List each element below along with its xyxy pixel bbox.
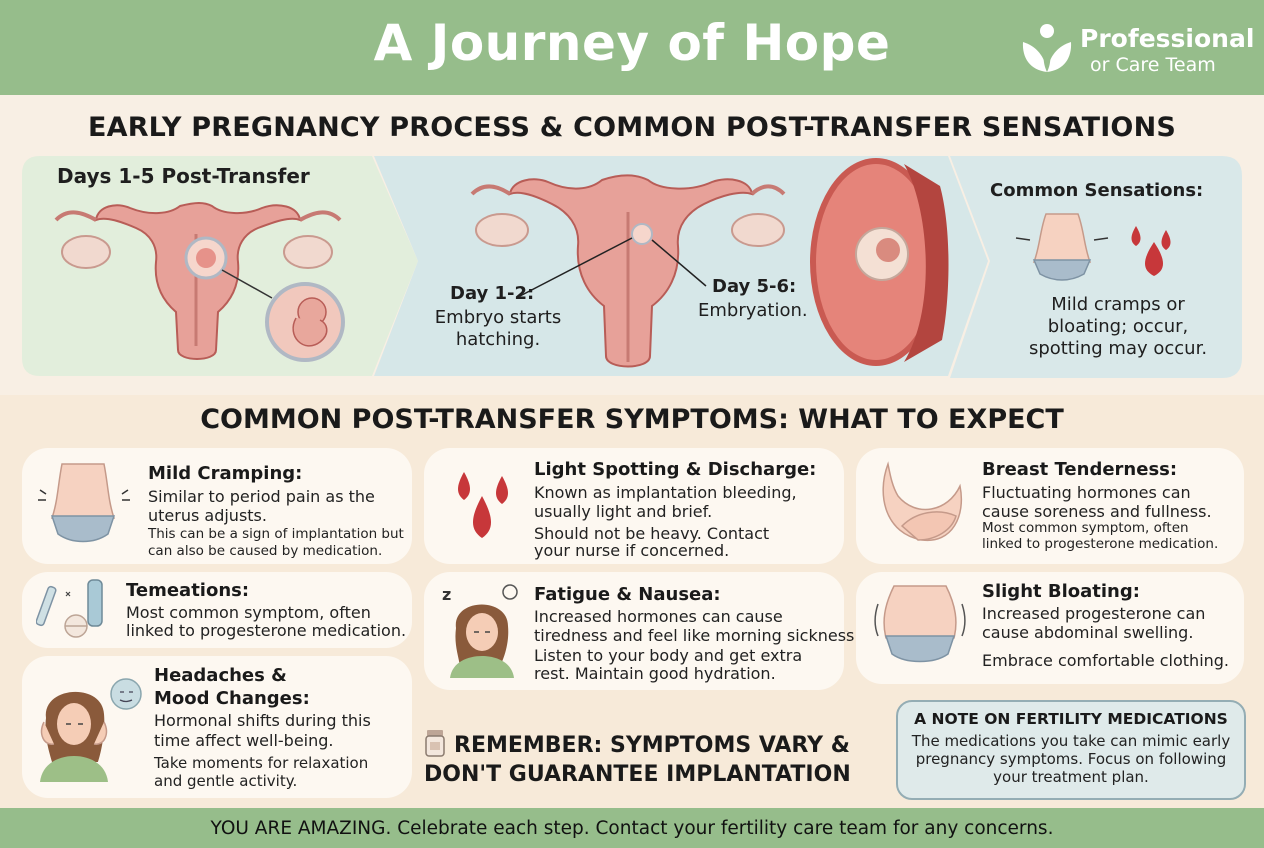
symptoms-heading: COMMON POST-TRANSFER SYMPTOMS: WHAT TO E… xyxy=(200,404,1064,435)
fatigue-line3: Listen to your body and get extra xyxy=(534,646,803,665)
day12-line2: hatching. xyxy=(455,329,541,350)
card-light-spotting xyxy=(424,448,844,564)
sensations-line2: bloating; occur, xyxy=(1047,316,1189,337)
tired-woman-icon: z xyxy=(442,584,518,678)
cramping-small2: can also be caused by medication. xyxy=(148,543,383,559)
note-title: A NOTE ON FERTILITY MEDICATIONS xyxy=(914,710,1228,728)
bloating-title: Slight Bloating: xyxy=(982,581,1140,602)
breast-small2: linked to progesterone medication. xyxy=(982,536,1219,552)
headaches-title1: Headaches & xyxy=(154,665,287,686)
cramping-line1: Similar to period pain as the xyxy=(148,487,375,506)
footer-bar xyxy=(0,808,1264,848)
note-box xyxy=(896,700,1246,800)
cramping-line2: uterus adjusts. xyxy=(148,506,267,525)
temeations-title: Temeations: xyxy=(126,580,250,601)
headaches-line2: time affect well-being. xyxy=(154,731,334,750)
header-bar xyxy=(0,0,1264,95)
cramping-small1: This can be a sign of implantation but xyxy=(148,526,404,542)
card-breast-tenderness xyxy=(856,448,1244,564)
bloating-line2: cause abdominal swelling. xyxy=(982,623,1194,642)
breast-small1: Most common symptom, often xyxy=(982,520,1189,536)
uterus-illustration-1 xyxy=(54,202,345,362)
bloating-line3: Embrace comfortable clothing. xyxy=(982,651,1230,670)
breast-hand-icon xyxy=(882,461,962,542)
sensations-line3: spotting may occur. xyxy=(1028,338,1208,359)
sensations-line1: Mild cramps or xyxy=(1051,294,1185,315)
spotting-line4: your nurse if concerned. xyxy=(534,541,730,560)
card-temeations xyxy=(22,572,412,648)
process-illustration xyxy=(22,156,1242,378)
headaches-title2: Mood Changes: xyxy=(154,688,310,709)
breast-line2: cause soreness and fullness. xyxy=(982,502,1212,521)
headaches-small2: and gentle activity. xyxy=(154,772,298,790)
headaches-line1: Hormonal shifts during this xyxy=(154,711,371,730)
day12-label: Day 1-2: xyxy=(450,283,535,304)
cramping-title: Mild Cramping: xyxy=(148,463,303,484)
blood-drops-icon xyxy=(458,472,508,538)
blood-drops-icon xyxy=(1131,226,1171,276)
uterus-illustration-2 xyxy=(470,174,786,368)
abdomen-icon xyxy=(38,463,130,543)
headache-woman-icon xyxy=(40,678,142,782)
sensations-title: Common Sensations: xyxy=(990,180,1204,201)
svg-text:z: z xyxy=(442,585,451,604)
medication-icon xyxy=(36,579,103,638)
panel-common-sensations xyxy=(950,156,1242,378)
panel1-title: Days 1-5 Post-Transfer xyxy=(57,164,310,188)
brand-name: Professional xyxy=(1080,24,1255,53)
remember-line2: DON'T GUARANTEE IMPLANTATION xyxy=(424,762,851,787)
day12-line1: Embryo starts xyxy=(434,307,562,328)
temeations-line2: linked to progesterone medication. xyxy=(126,621,407,640)
breast-title: Breast Tenderness: xyxy=(982,459,1178,480)
spotting-line1: Known as implantation bleeding, xyxy=(534,483,797,502)
implantation-closeup xyxy=(810,158,949,366)
leaf-person-logo-icon xyxy=(1022,24,1072,72)
spotting-line3: Should not be heavy. Contact xyxy=(534,524,770,543)
spotting-title: Light Spotting & Discharge: xyxy=(534,459,817,480)
remember-line1: REMEMBER: SYMPTOMS VARY & xyxy=(454,733,850,758)
footer-text: YOU ARE AMAZING. Celebrate each step. Co… xyxy=(210,818,1054,839)
headaches-small1: Take moments for relaxation xyxy=(154,754,369,772)
bloated-abdomen-icon xyxy=(874,585,966,663)
bloating-line1: Increased progesterone can xyxy=(982,604,1206,623)
page-title: A Journey of Hope xyxy=(373,14,891,72)
pill-bottle-icon xyxy=(425,730,445,757)
day56-label: Day 5-6: xyxy=(712,276,797,297)
fatigue-line4: rest. Maintain good hydration. xyxy=(534,664,776,683)
temeations-line1: Most common symptom, often xyxy=(126,603,371,622)
fatigue-line1: Increased hormones can cause xyxy=(534,607,783,626)
process-heading: EARLY PREGNANCY PROCESS & COMMON POST-TR… xyxy=(87,112,1177,143)
note-body: The medications you take can mimic early… xyxy=(911,732,1231,786)
breast-line1: Fluctuating hormones can xyxy=(982,483,1191,502)
abdomen-cramp-icon xyxy=(1015,213,1109,281)
brand-subtitle: or Care Team xyxy=(1090,54,1216,76)
fatigue-title: Fatigue & Nausea: xyxy=(534,584,721,605)
fatigue-line2: tiredness and feel like morning sickness… xyxy=(534,626,860,645)
day56-text: Embryation. xyxy=(698,300,808,321)
spotting-line2: usually light and brief. xyxy=(534,502,713,521)
